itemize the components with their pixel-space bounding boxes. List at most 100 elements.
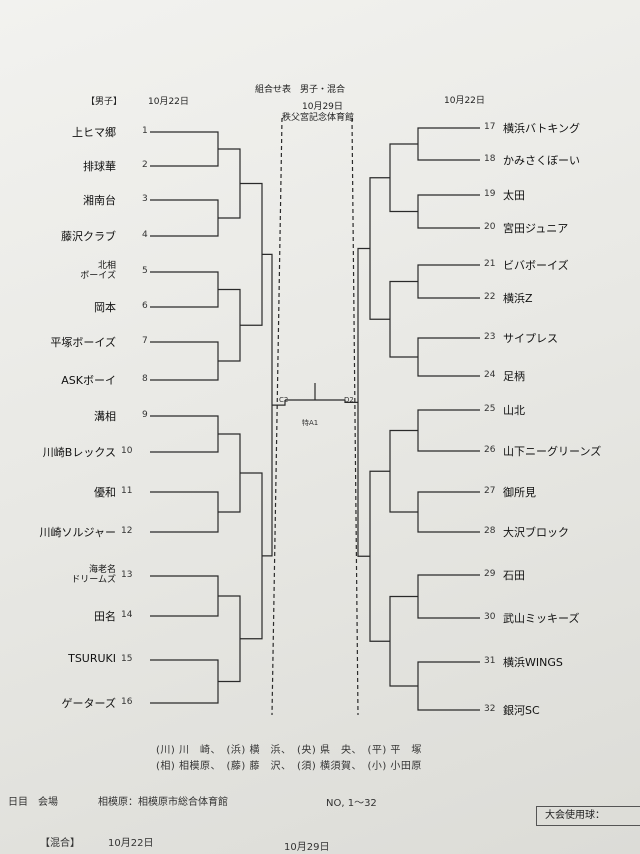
- right-r1-bracket-8: [417, 661, 480, 711]
- right-team-number: 29: [484, 569, 496, 579]
- left-team-name: ゲーターズ: [61, 697, 116, 710]
- right-r2-bracket-2: [389, 280, 418, 358]
- left-team-name: 溝相: [94, 410, 116, 423]
- right-date: 10月22日: [444, 96, 485, 106]
- right-r1-bracket-2: [417, 194, 480, 229]
- left-team-name: 平塚ボーイズ: [50, 336, 116, 349]
- left-team-name: 上ヒマ郷: [72, 126, 116, 139]
- right-team-name: 山北: [503, 404, 525, 417]
- right-r3-bracket-2: [369, 470, 390, 642]
- mixed-section-label: 【混合】: [40, 838, 80, 849]
- right-r2-bracket-3: [389, 429, 418, 513]
- right-team-number: 32: [484, 704, 496, 714]
- right-team-number: 28: [484, 526, 496, 536]
- right-team-number: 18: [484, 154, 496, 164]
- left-team-number: 7: [142, 336, 148, 346]
- center-final-label: 特A1: [302, 419, 319, 427]
- right-team-name: ビバボーイズ: [503, 259, 569, 272]
- left-team-number: 12: [121, 526, 133, 536]
- right-team-name: 足柄: [503, 370, 525, 383]
- venue-text: 相模原：相模原市総合体育館: [98, 797, 228, 808]
- right-r1-bracket-4: [417, 337, 480, 377]
- right-team-name: 横浜WINGS: [503, 656, 563, 669]
- right-team-name: 武山ミッキーズ: [503, 612, 580, 625]
- left-r3-bracket-1: [240, 182, 263, 326]
- right-final-line: [344, 400, 358, 403]
- date-venue-label: 日目 会場: [8, 797, 58, 808]
- right-r1-bracket-5: [417, 409, 480, 452]
- right-team-number: 31: [484, 656, 496, 666]
- left-final-label: C2: [279, 396, 289, 404]
- left-team-name: TSURUKI: [68, 652, 116, 665]
- right-team-number: 25: [484, 404, 496, 414]
- right-team-number: 20: [484, 222, 496, 232]
- left-team-number: 4: [142, 230, 148, 240]
- left-team-name: 藤沢クラブ: [61, 230, 116, 243]
- left-r1-bracket-3: [150, 271, 219, 308]
- left-team-number: 6: [142, 301, 148, 311]
- right-dashed-guide: [351, 117, 359, 716]
- left-team-number: 11: [121, 486, 133, 496]
- right-team-name: 宮田ジュニア: [503, 222, 569, 235]
- left-team-number: 9: [142, 410, 148, 420]
- ball-box: 大会使用球：: [536, 806, 640, 826]
- left-r2-bracket-4: [218, 595, 241, 683]
- match-range: NO, 1〜32: [326, 798, 377, 809]
- right-team-number: 26: [484, 445, 496, 455]
- left-team-name: 海老名 ドリームズ: [71, 565, 116, 585]
- right-r1-bracket-1: [417, 127, 480, 161]
- right-team-name: かみさくぼーい: [503, 154, 580, 167]
- right-team-number: 27: [484, 486, 496, 496]
- left-date: 10月22日: [148, 97, 189, 107]
- right-team-number: 30: [484, 612, 496, 622]
- left-team-name: 排球華: [83, 160, 116, 173]
- right-team-name: サイプレス: [503, 332, 558, 345]
- left-team-number: 14: [121, 610, 133, 620]
- center-date: 10月29日: [302, 102, 343, 112]
- right-team-name: 石田: [503, 569, 525, 582]
- right-team-number: 19: [484, 189, 496, 199]
- left-team-number: 2: [142, 160, 148, 170]
- left-r4-bracket-1: [262, 253, 273, 557]
- legend-line-2: (相) 相模原、 (藤) 藤 沢、 (須) 横須賀、 (小) 小田原: [156, 761, 422, 772]
- right-team-number: 24: [484, 370, 496, 380]
- left-team-name: 川崎Bレックス: [42, 446, 116, 459]
- left-team-number: 3: [142, 194, 148, 204]
- left-team-name: 川崎ソルジャー: [39, 526, 116, 539]
- mixed-date-2: 10月29日: [284, 842, 330, 853]
- left-team-number: 16: [121, 697, 133, 707]
- right-r1-bracket-7: [417, 574, 480, 619]
- right-team-name: 横浜Z: [503, 292, 533, 305]
- left-team-number: 13: [121, 570, 133, 580]
- right-team-number: 21: [484, 259, 496, 269]
- left-team-number: 10: [121, 446, 133, 456]
- right-team-name: 銀河SC: [503, 704, 540, 717]
- center-venue: 秩父宮記念体育館: [282, 113, 355, 123]
- left-team-name: 岡本: [94, 301, 116, 314]
- left-r1-bracket-4: [150, 341, 219, 381]
- left-team-number: 1: [142, 126, 148, 136]
- left-r1-bracket-2: [150, 199, 219, 237]
- left-team-name: 湘南台: [83, 194, 116, 207]
- page-title: 組合せ表 男子・混合: [255, 85, 346, 95]
- left-r1-bracket-5: [150, 415, 219, 453]
- right-r2-bracket-1: [389, 143, 418, 213]
- right-team-number: 22: [484, 292, 496, 302]
- right-final-label: D2: [344, 396, 354, 404]
- left-team-number: 15: [121, 654, 133, 664]
- left-section-label: 【男子】: [86, 97, 123, 107]
- legend-line-1: (川) 川 崎、 (浜) 横 浜、 (央) 県 央、 (平) 平 塚: [156, 745, 422, 756]
- left-dashed-guide: [271, 117, 283, 716]
- right-r1-bracket-3: [417, 264, 480, 299]
- right-team-name: 御所見: [503, 486, 536, 499]
- left-team-name: ASKボーイ: [61, 374, 116, 387]
- left-team-name: 優和: [94, 486, 116, 499]
- left-team-name: 北相 ボーイズ: [80, 261, 116, 281]
- right-team-number: 17: [484, 122, 496, 132]
- right-team-name: 山下ニーグリーンズ: [503, 445, 602, 458]
- right-r3-bracket-1: [369, 177, 390, 320]
- right-r1-bracket-6: [417, 491, 480, 533]
- left-r1-bracket-1: [150, 131, 219, 167]
